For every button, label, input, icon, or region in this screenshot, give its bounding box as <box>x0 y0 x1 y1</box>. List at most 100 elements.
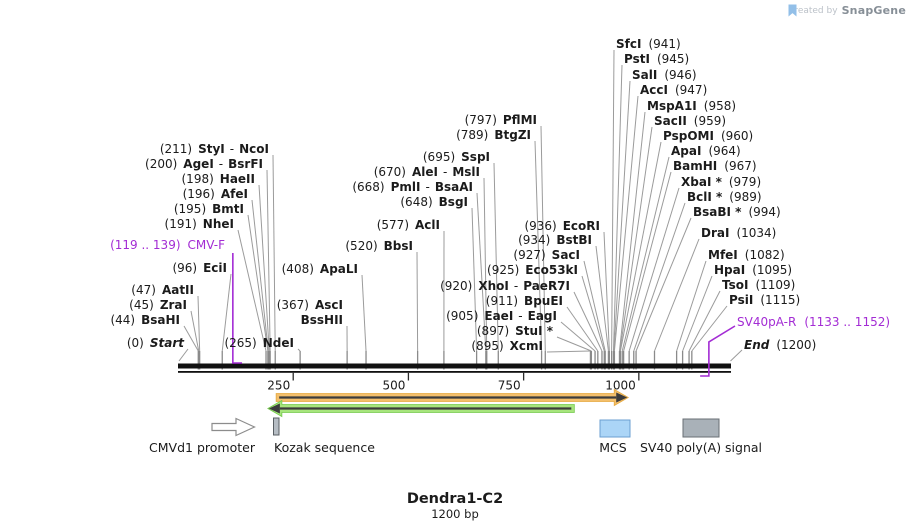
sequence-bar <box>178 363 731 369</box>
enzyme-label[interactable]: (198)HaeII <box>182 172 256 186</box>
leader-line <box>251 199 269 352</box>
enzyme-label[interactable]: (789)BtgZI <box>456 128 531 142</box>
enzyme-label[interactable]: (367)AscI <box>277 298 343 312</box>
leader-line <box>676 260 707 352</box>
enzyme-label[interactable]: PsiI(1115) <box>729 293 800 307</box>
enzyme-label[interactable]: XbaI *(979) <box>681 175 761 189</box>
enzyme-label[interactable]: HpaI(1095) <box>714 263 792 277</box>
leader-line <box>654 238 700 352</box>
promoter-arrow-icon <box>211 417 256 437</box>
leader-line <box>258 184 270 352</box>
leader-line <box>266 169 271 352</box>
enzyme-label[interactable]: MfeI(1082) <box>708 248 785 262</box>
enzyme-label[interactable]: (408)ApaLI <box>282 262 358 276</box>
leader-line <box>178 348 189 362</box>
enzyme-label[interactable]: (897)StuI * <box>477 324 554 338</box>
enzyme-label[interactable]: (934)BstBI <box>518 233 592 247</box>
terminal-label: End(1200) <box>744 338 816 352</box>
enzyme-label[interactable]: (911)BpuEI <box>486 294 563 308</box>
leader-line <box>633 202 686 352</box>
kozak-box-icon <box>273 417 280 436</box>
leader-line <box>619 126 653 352</box>
enzyme-label[interactable]: (196)AfeI <box>183 187 248 201</box>
enzyme-label[interactable]: (670)AleI-MslI <box>374 165 480 179</box>
enzyme-label[interactable]: (648)BsgI <box>400 195 468 209</box>
terminal-label: (0)Start <box>127 336 185 350</box>
enzyme-label[interactable]: BsaBI *(994) <box>693 205 781 219</box>
enzyme-label[interactable]: (905)EaeI-EagI <box>446 309 557 323</box>
ruler-layer: 250 500 750 1000 <box>267 372 640 393</box>
ruler-tick-label: 750 <box>498 379 521 393</box>
leader-line <box>619 141 662 352</box>
enzyme-label[interactable]: (920)XhoI-PaeR7I <box>440 279 570 293</box>
leader-line <box>613 80 631 352</box>
enzyme-label[interactable]: (191)NheI <box>165 217 234 231</box>
leader-line <box>416 251 419 352</box>
enzyme-label[interactable]: DraI(1034) <box>701 226 776 240</box>
legend-sv40-label: SV40 poly(A) signal <box>640 440 762 455</box>
leader-line <box>691 305 728 352</box>
enzyme-label[interactable]: (47)AatII <box>131 283 194 297</box>
enzyme-label[interactable]: PspOMI(960) <box>663 129 753 143</box>
leader-line <box>573 291 603 352</box>
enzyme-label[interactable]: (895)XcmI <box>471 339 543 353</box>
ruler-tick-label: 1000 <box>605 379 636 393</box>
enzyme-label[interactable]: (577)AclI <box>377 218 440 232</box>
snapgene-brand-text[interactable]: SnapGene <box>841 4 906 17</box>
leader-line <box>688 290 721 352</box>
map-length-subtitle: 1200 bp <box>431 507 479 521</box>
leader-lines-layer <box>178 49 743 362</box>
enzyme-label[interactable]: (195)BmtI <box>174 202 244 216</box>
enzyme-label[interactable]: (265)NdeI <box>224 336 294 350</box>
orf-arrows-layer <box>267 388 630 418</box>
snapgene-flag-icon <box>788 4 797 17</box>
leader-line <box>560 321 596 352</box>
leader-line <box>183 325 199 352</box>
leader-line <box>583 260 606 352</box>
leader-line <box>566 306 599 352</box>
enzyme-label[interactable]: (927)SacI <box>513 248 580 262</box>
enzyme-label[interactable]: BclI *(989) <box>687 190 762 204</box>
leader-line <box>623 171 672 352</box>
mcs-box-icon <box>599 419 631 438</box>
primer-label[interactable]: SV40pA-R(1133 .. 1152) <box>737 315 890 329</box>
enzyme-label[interactable]: SacII(959) <box>654 114 726 128</box>
leader-line <box>581 275 605 352</box>
enzyme-label[interactable]: AccI(947) <box>640 83 707 97</box>
enzyme-label[interactable]: (44)BsaHI <box>110 313 180 327</box>
enzyme-label[interactable]: (925)Eco53kI <box>487 263 578 277</box>
leader-line <box>603 231 610 352</box>
enzyme-label[interactable]: BamHI(967) <box>673 159 757 173</box>
leader-line <box>471 207 478 352</box>
leader-line <box>493 162 499 352</box>
enzyme-label[interactable]: (45)ZraI <box>129 298 187 312</box>
leader-line <box>197 295 201 352</box>
enzyme-labels-layer: (211)StyI-NcoI(200)AgeI-BsrFI(198)HaeII(… <box>110 37 890 353</box>
primer-label[interactable]: (119 .. 139)CMV-F <box>110 238 225 252</box>
leader-line <box>272 154 276 352</box>
enzyme-label[interactable]: ApaI(964) <box>671 144 741 158</box>
enzyme-label[interactable]: TsoI(1109) <box>722 278 795 292</box>
enzyme-label[interactable]: (695)SspI <box>423 150 490 164</box>
enzyme-label[interactable]: (200)AgeI-BsrFI <box>145 157 263 171</box>
enzyme-label[interactable]: PstI(945) <box>624 52 689 66</box>
enzyme-label[interactable]: (520)BbsI <box>345 239 413 253</box>
leader-line <box>611 49 615 352</box>
enzyme-label[interactable]: BssHII <box>301 313 343 327</box>
enzyme-label[interactable]: (797)PflMI <box>465 113 537 127</box>
enzyme-label[interactable]: MspA1I(958) <box>647 99 736 113</box>
ruler-tick-label: 250 <box>267 379 290 393</box>
enzyme-label[interactable]: (668)PmlI-BsaAI <box>352 180 473 194</box>
enzyme-label[interactable]: (96)EciI <box>172 261 227 275</box>
enzyme-label[interactable]: SfcI(941) <box>616 37 681 51</box>
enzyme-label[interactable]: SalI(946) <box>632 68 697 82</box>
enzyme-label[interactable]: (211)StyI-NcoI <box>160 142 269 156</box>
enzyme-label[interactable]: (936)EcoRI <box>524 219 600 233</box>
leader-line <box>483 177 488 352</box>
snapgene-watermark: Created by SnapGene <box>788 4 906 17</box>
ruler-tick-label: 500 <box>383 379 406 393</box>
leader-line <box>635 217 692 352</box>
leader-line <box>237 229 267 352</box>
